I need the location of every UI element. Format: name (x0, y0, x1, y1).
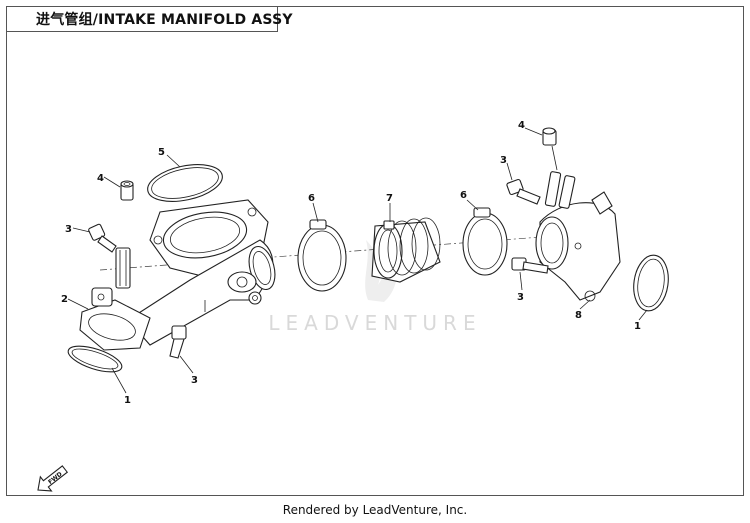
callout-4-right: 4 (518, 120, 525, 131)
callout-3-lower-right: 3 (517, 292, 524, 303)
o-ring-1-right (633, 254, 669, 312)
watermark-text: LEADVENTURE (268, 311, 481, 335)
leader-8 (579, 299, 591, 310)
leader-3-lower-left (179, 355, 194, 374)
leader-5 (166, 154, 181, 168)
o-ring-1-right-inner (637, 258, 665, 308)
nut-4-right (542, 127, 558, 171)
drawing-frame (6, 6, 744, 496)
callout-5: 5 (158, 147, 165, 158)
leader-1-left (111, 367, 127, 394)
callout-1-right: 1 (634, 321, 641, 332)
callout-3-upper-left: 3 (65, 224, 72, 235)
intake-manifold-8 (535, 171, 621, 302)
footer-credit: Rendered by LeadVenture, Inc. (282, 503, 468, 517)
leader-6-left (312, 202, 319, 223)
bolt-3-lower-right (511, 257, 549, 274)
leader-4-left (103, 176, 121, 188)
diagram-title: 进气管组/INTAKE MANIFOLD ASSY (36, 12, 293, 28)
bolt-3-upper-left (88, 223, 117, 253)
o-ring-1-left-inner (71, 348, 119, 370)
leader-3-upper-right (506, 162, 513, 181)
intake-boot-7 (371, 217, 441, 283)
callout-3-upper-right: 3 (500, 155, 507, 166)
callout-6-right: 6 (460, 190, 467, 201)
callout-6-left: 6 (308, 193, 315, 204)
leader-1-right (638, 309, 648, 321)
leader-3-lower-right (519, 271, 523, 291)
bolt-3-lower-left (169, 325, 187, 359)
hose-clamp-6-right (462, 207, 508, 276)
leader-2 (67, 298, 89, 310)
leader-3-upper-left (72, 227, 91, 233)
o-ring-5 (147, 164, 223, 202)
callout-7: 7 (386, 193, 393, 204)
leader-6-right (466, 199, 479, 211)
o-ring-5-inner (151, 167, 219, 199)
callout-4-left: 4 (97, 173, 104, 184)
leader-4-right (524, 127, 543, 136)
intake-flange-left (127, 199, 276, 346)
o-ring-1-left (67, 345, 123, 373)
callout-2: 2 (61, 294, 68, 305)
nut-4-left (120, 180, 134, 201)
callout-1-left: 1 (124, 395, 131, 406)
fwd-arrow-icon: FWD (37, 465, 69, 492)
bolt-3-upper-right (506, 178, 541, 205)
callout-8: 8 (575, 310, 582, 321)
intake-manifold-2 (79, 247, 151, 351)
title-box (6, 6, 278, 32)
callout-3-lower-left: 3 (191, 375, 198, 386)
hose-clamp-6-left (297, 219, 347, 292)
